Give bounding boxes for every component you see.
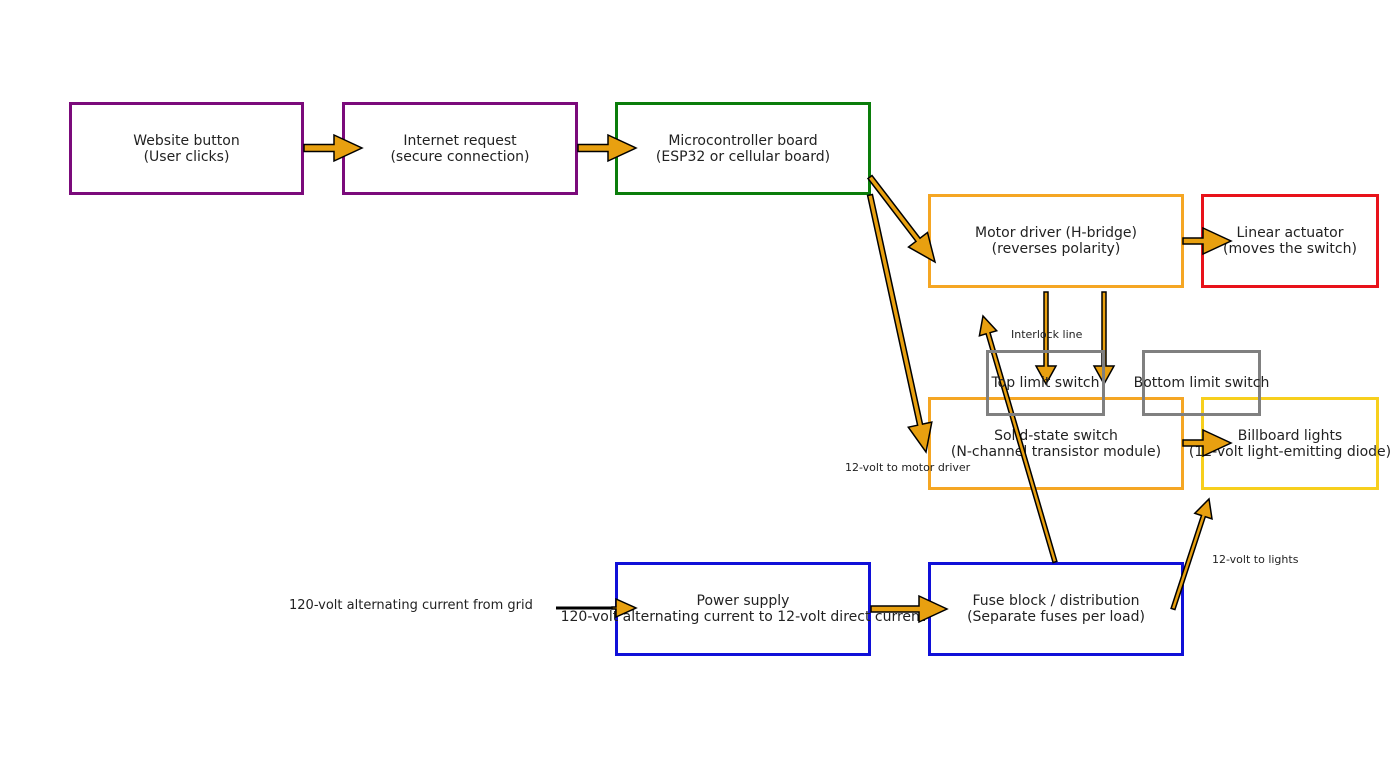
arrow-website-to-internet [303,133,364,163]
arrow-micro-to-motor [866,174,937,264]
motor-driver-node: Motor driver (H-bridge) (reverses polari… [928,194,1184,288]
arrow-grid-to-power [611,597,638,619]
arrow-fuse-to-motor [978,314,1058,564]
billboard-lights-subtitle: (12-volt light-emitting diode) [1188,443,1392,460]
motor-12v-label: 12-volt to motor driver [845,461,971,474]
fuse-block-node: Fuse block / distribution (Separate fuse… [928,562,1184,656]
arrow-interlock-left [1034,291,1058,386]
arrow-motor-to-actuator [1182,226,1233,256]
grid-input-label: 120-volt alternating current from grid [289,598,533,613]
linear-actuator-title: Linear actuator [1236,225,1344,241]
power-supply-subtitle: 120-volt alternating current to 12-volt … [560,609,926,625]
fuse-block-subtitle: (Separate fuses per load) [967,609,1145,625]
top-limit-switch-title: Top limit switch [991,375,1100,391]
arrow-micro-to-solid [866,193,933,454]
top-limit-switch-node: Top limit switch [986,350,1105,416]
solid-state-switch-subtitle: (N-channel transistor module) [950,443,1162,460]
arrow-interlock-right [1092,291,1116,386]
arrow-power-to-fuse [870,594,949,624]
fuse-block-title: Fuse block / distribution [972,593,1140,609]
motor-driver-title: Motor driver (H-bridge) [975,225,1137,241]
microcontroller-node: Microcontroller board (ESP32 or cellular… [615,102,871,195]
power-supply-node: Power supply 120-volt alternating curren… [561,562,925,656]
website-button-node: Website button (User clicks) [69,102,304,195]
internet-request-title: Internet request [403,132,517,149]
arrow-internet-to-micro [577,133,638,163]
bottom-limit-switch-title: Bottom limit switch [1133,375,1270,391]
internet-request-subtitle: (secure connection) [390,148,530,165]
solid-state-switch-node: Solid-state switch (N-channel transistor… [928,397,1184,490]
microcontroller-title: Microcontroller board [668,132,818,149]
arrow-solid-to-lights [1182,428,1233,458]
interlock-line-label: Interlock line [1011,328,1083,341]
arrow-fuse-to-lights [1170,497,1213,611]
website-button-title: Website button [133,132,240,149]
website-button-subtitle: (User clicks) [143,148,230,165]
microcontroller-subtitle: (ESP32 or cellular board) [655,148,831,165]
linear-actuator-subtitle: (moves the switch) [1223,241,1357,257]
bottom-limit-switch-node: Bottom limit switch [1134,350,1269,416]
motor-driver-subtitle: (reverses polarity) [991,241,1121,257]
lights-12v-label: 12-volt to lights [1212,553,1299,566]
power-supply-title: Power supply [696,593,790,609]
billboard-lights-title: Billboard lights [1237,427,1343,444]
solid-state-switch-title: Solid-state switch [994,427,1118,444]
internet-request-node: Internet request (secure connection) [342,102,578,195]
